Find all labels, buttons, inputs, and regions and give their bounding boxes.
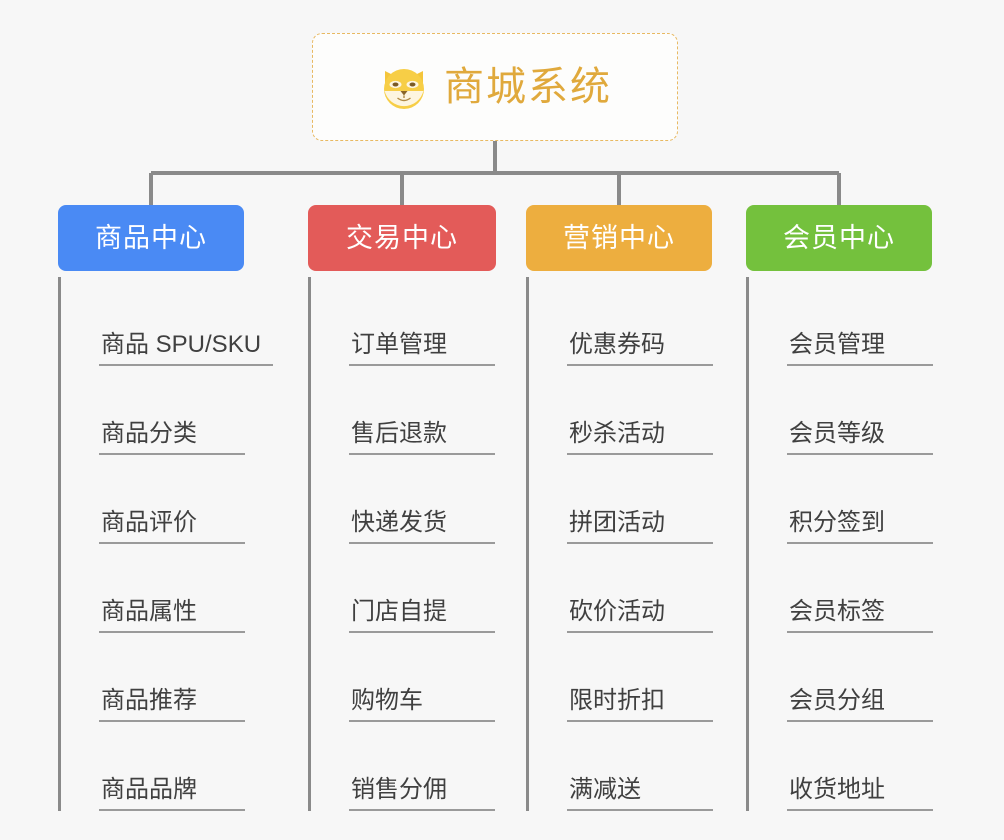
list-item[interactable]: 优惠券码 xyxy=(543,277,746,366)
list-item[interactable]: 商品 SPU/SKU xyxy=(75,277,278,366)
list-item[interactable]: 会员管理 xyxy=(763,277,966,366)
list-item[interactable]: 满减送 xyxy=(543,722,746,811)
list-item-label: 积分签到 xyxy=(787,508,933,544)
list-item[interactable]: 会员分组 xyxy=(763,633,966,722)
list-item-label: 优惠券码 xyxy=(567,330,713,366)
list-item[interactable]: 限时折扣 xyxy=(543,633,746,722)
list-item[interactable]: 商品分类 xyxy=(75,366,278,455)
category-column-trade: 交易中心 订单管理 售后退款 快递发货 门店自提 购物车 销售分佣 xyxy=(308,205,528,811)
list-item[interactable]: 拼团活动 xyxy=(543,455,746,544)
root-node[interactable]: 商城系统 xyxy=(312,33,678,141)
list-item[interactable]: 商品推荐 xyxy=(75,633,278,722)
list-item[interactable]: 购物车 xyxy=(325,633,528,722)
list-item[interactable]: 快递发货 xyxy=(325,455,528,544)
list-item-label: 限时折扣 xyxy=(567,686,713,722)
list-item[interactable]: 商品属性 xyxy=(75,544,278,633)
category-header-member[interactable]: 会员中心 xyxy=(746,205,932,271)
list-item-label: 会员分组 xyxy=(787,686,933,722)
list-item[interactable]: 会员标签 xyxy=(763,544,966,633)
list-item-label: 快递发货 xyxy=(349,508,495,544)
category-column-product: 商品中心 商品 SPU/SKU 商品分类 商品评价 商品属性 商品推荐 商品品牌 xyxy=(58,205,278,811)
list-item-label: 会员等级 xyxy=(787,419,933,455)
list-item[interactable]: 秒杀活动 xyxy=(543,366,746,455)
list-item[interactable]: 销售分佣 xyxy=(325,722,528,811)
category-header-trade[interactable]: 交易中心 xyxy=(308,205,496,271)
category-items-product: 商品 SPU/SKU 商品分类 商品评价 商品属性 商品推荐 商品品牌 xyxy=(58,277,278,811)
list-item[interactable]: 门店自提 xyxy=(325,544,528,633)
root-title: 商城系统 xyxy=(444,65,612,109)
list-item[interactable]: 收货地址 xyxy=(763,722,966,811)
list-item-label: 售后退款 xyxy=(349,419,495,455)
list-item[interactable]: 售后退款 xyxy=(325,366,528,455)
list-item[interactable]: 商品品牌 xyxy=(75,722,278,811)
list-item-label: 拼团活动 xyxy=(567,508,713,544)
list-item[interactable]: 会员等级 xyxy=(763,366,966,455)
list-item-label: 商品属性 xyxy=(99,597,245,633)
category-items-trade: 订单管理 售后退款 快递发货 门店自提 购物车 销售分佣 xyxy=(308,277,528,811)
category-header-product[interactable]: 商品中心 xyxy=(58,205,244,271)
list-item-label: 商品品牌 xyxy=(99,775,245,811)
category-items-member: 会员管理 会员等级 积分签到 会员标签 会员分组 收货地址 xyxy=(746,277,966,811)
list-item-label: 商品评价 xyxy=(99,508,245,544)
list-item-label: 销售分佣 xyxy=(349,775,495,811)
list-item-label: 订单管理 xyxy=(349,330,495,366)
shiba-dog-icon xyxy=(378,61,430,113)
list-item-label: 会员标签 xyxy=(787,597,933,633)
list-item[interactable]: 砍价活动 xyxy=(543,544,746,633)
list-item-label: 门店自提 xyxy=(349,597,495,633)
category-column-marketing: 营销中心 优惠券码 秒杀活动 拼团活动 砍价活动 限时折扣 满减送 xyxy=(526,205,746,811)
category-header-marketing[interactable]: 营销中心 xyxy=(526,205,712,271)
list-item[interactable]: 积分签到 xyxy=(763,455,966,544)
list-item-label: 秒杀活动 xyxy=(567,419,713,455)
list-item-label: 会员管理 xyxy=(787,330,933,366)
list-item-label: 砍价活动 xyxy=(567,597,713,633)
list-item-label: 满减送 xyxy=(567,775,713,811)
list-item-label: 收货地址 xyxy=(787,775,933,811)
list-item-label: 商品分类 xyxy=(99,419,245,455)
list-item[interactable]: 订单管理 xyxy=(325,277,528,366)
category-column-member: 会员中心 会员管理 会员等级 积分签到 会员标签 会员分组 收货地址 xyxy=(746,205,966,811)
list-item[interactable]: 商品评价 xyxy=(75,455,278,544)
list-item-label: 商品推荐 xyxy=(99,686,245,722)
list-item-label: 商品 SPU/SKU xyxy=(99,330,274,366)
list-item-label: 购物车 xyxy=(349,686,495,722)
category-items-marketing: 优惠券码 秒杀活动 拼团活动 砍价活动 限时折扣 满减送 xyxy=(526,277,746,811)
